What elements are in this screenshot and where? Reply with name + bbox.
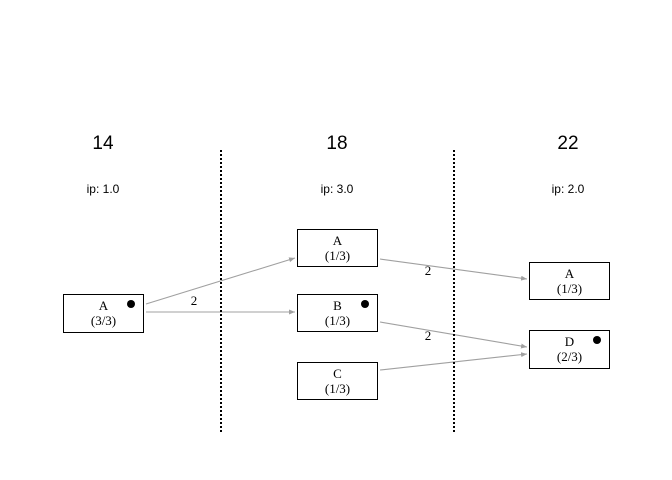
edge-weight-label: 2 <box>424 263 432 278</box>
node-box-n-18-C[interactable]: C(1/3) <box>297 362 378 400</box>
node-box-n-22-D[interactable]: D(2/3) <box>529 330 610 369</box>
node-fraction: (1/3) <box>324 381 351 396</box>
column-header-col-14: 14 <box>92 133 114 154</box>
edge-weight-label: 2 <box>424 328 432 343</box>
node-box-n-18-B[interactable]: B(1/3) <box>297 294 378 332</box>
column-ip-label-col-14: ip: 1.0 <box>86 182 120 196</box>
node-marker-dot-icon <box>361 300 369 308</box>
column-separator <box>453 150 455 432</box>
node-label: A <box>332 233 343 248</box>
node-marker-dot-icon <box>593 336 601 344</box>
column-separator <box>220 150 222 432</box>
column-ip-label-col-22: ip: 2.0 <box>551 182 585 196</box>
node-label: B <box>333 298 342 313</box>
node-label: C <box>333 366 342 381</box>
node-box-n-14-A[interactable]: A(3/3) <box>63 294 144 333</box>
node-fraction: (3/3) <box>90 313 117 328</box>
edge-weight-label: 2 <box>190 293 198 308</box>
column-ip-label-col-18: ip: 3.0 <box>320 182 354 196</box>
node-fraction: (1/3) <box>556 281 583 296</box>
node-fraction: (1/3) <box>324 248 351 263</box>
node-fraction: (2/3) <box>556 349 583 364</box>
node-label: D <box>564 334 575 349</box>
node-box-n-22-A[interactable]: A(1/3) <box>529 262 610 300</box>
node-label: A <box>564 266 575 281</box>
column-header-col-22: 22 <box>557 133 579 154</box>
node-label: A <box>98 298 109 313</box>
column-header-col-18: 18 <box>326 133 348 154</box>
node-box-n-18-A[interactable]: A(1/3) <box>297 229 378 267</box>
node-marker-dot-icon <box>127 300 135 308</box>
node-fraction: (1/3) <box>324 313 351 328</box>
